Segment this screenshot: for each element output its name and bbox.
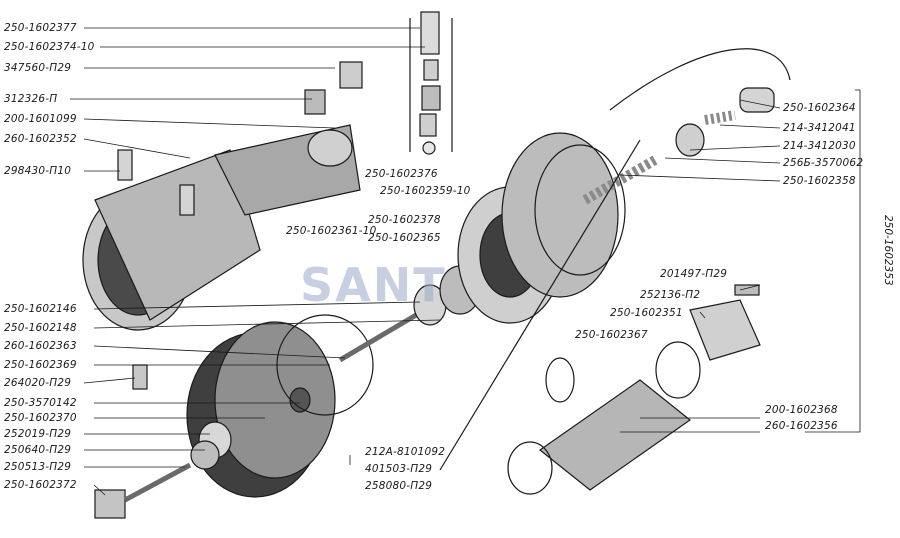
- part-label: 250-3570142: [4, 397, 77, 409]
- part-label: 212А-8101092: [365, 446, 446, 458]
- part-label: 260-1602363: [4, 340, 77, 352]
- part-label: 250-1602377: [4, 22, 77, 34]
- part-label: 250-1602146: [4, 303, 77, 315]
- part-label: 250-1602364: [783, 102, 856, 114]
- part-label: 250-1602359-10: [380, 185, 471, 197]
- part-label: 200-1601099: [4, 113, 77, 125]
- part-label: 401503-П29: [365, 463, 433, 475]
- part-label: 250-1602369: [4, 359, 77, 371]
- part-label: 250-1602372: [4, 479, 77, 491]
- part-label: 250-1602365: [368, 232, 441, 244]
- part-label: 252136-П2: [640, 289, 701, 301]
- part-label: 250-1602378: [368, 214, 441, 226]
- part-label: 214-3412030: [783, 140, 856, 152]
- part-label: 250-1602351: [610, 307, 683, 319]
- front-cover: [186, 314, 374, 498]
- part-label: 201497-П29: [660, 268, 728, 280]
- part-label: 250640-П29: [4, 444, 72, 456]
- piston: [457, 132, 626, 324]
- part-label: 260-1602356: [765, 420, 838, 432]
- part-label: 252019-П29: [4, 428, 72, 440]
- part-label: 250-1602148: [4, 322, 77, 334]
- part-label: 312326-П: [4, 93, 58, 105]
- part-label: 214-3412041: [783, 122, 856, 134]
- top-fittings: [409, 11, 453, 155]
- part-label: 250-1602367: [575, 329, 648, 341]
- housing: [82, 61, 363, 331]
- part-label: 200-1602368: [765, 404, 838, 416]
- part-label: 298430-П10: [4, 165, 72, 177]
- part-label: 250-1602374-10: [4, 41, 95, 53]
- part-label: 258080-П29: [365, 480, 433, 492]
- part-label: 250513-П29: [4, 461, 72, 473]
- part-label: 260-1602352: [4, 133, 77, 145]
- lower-right-parts: [439, 139, 761, 495]
- part-label: 250-1602370: [4, 412, 77, 424]
- assembly-group-label: 250-1602353: [882, 215, 894, 286]
- part-label: 347560-П29: [4, 62, 72, 74]
- part-label: 264020-П29: [4, 377, 72, 389]
- part-label: 250-1602361-10: [286, 225, 377, 237]
- watermark-text: SANT: [300, 258, 447, 312]
- part-label: 250-1602358: [783, 175, 856, 187]
- leader-lines: [70, 27, 861, 496]
- part-label: 256Б-3570062: [783, 157, 864, 169]
- part-label: 250-1602376: [365, 168, 438, 180]
